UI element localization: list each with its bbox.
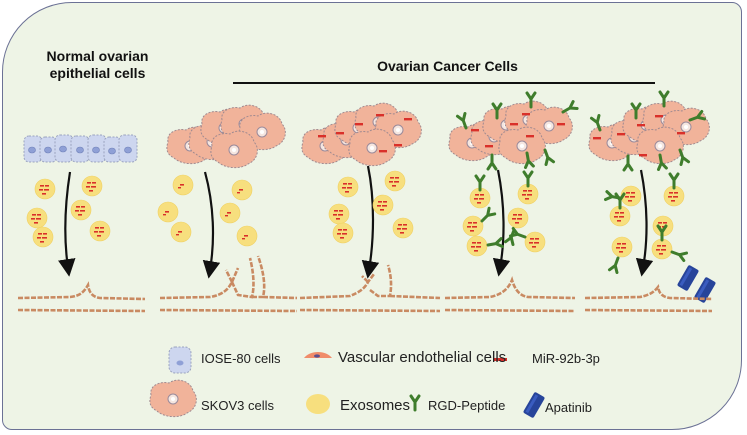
blood-vessels [17,255,713,313]
legend-skov3-label: SKOV3 cells [201,398,274,413]
panel-skov3-mir92b [301,102,422,279]
arrow-icon [58,171,76,277]
rgd-legend-icon [409,394,421,412]
panel-skov3-mir92b-rgd-apatinib [588,90,717,304]
legend-vascular-label: Vascular endothelial cells [338,349,507,366]
apatinib-legend-icon [522,391,546,419]
normal-title-line2: epithelial cells [49,65,146,81]
panel-skov3 [157,104,286,279]
cancer-group-bracket-line [233,82,655,84]
iose80-cell-layer [23,134,138,163]
normal-title-line1: Normal ovarian [46,48,149,64]
skov3-legend-icon [149,379,197,418]
mir92b-legend-icon [493,358,507,361]
legend-rgd-label: RGD-Peptide [428,398,506,413]
panel-skov3-mir92b-rgd [448,91,579,277]
normal-cells-title: Normal ovarian epithelial cells [20,48,175,82]
legend-apatinib-label: Apatinib [545,400,592,415]
exosome-legend-icon [306,394,330,414]
legend-mir92b-label: MiR-92b-3p [532,351,600,366]
legend-iose80-label: IOSE-80 cells [201,351,281,366]
panel-iose80 [23,134,138,277]
iose80-legend-icon [168,346,192,374]
legend-exosomes-label: Exosomes [340,397,411,414]
cancer-cells-title: Ovarian Cancer Cells [377,58,518,74]
legend-symbols [149,346,546,419]
